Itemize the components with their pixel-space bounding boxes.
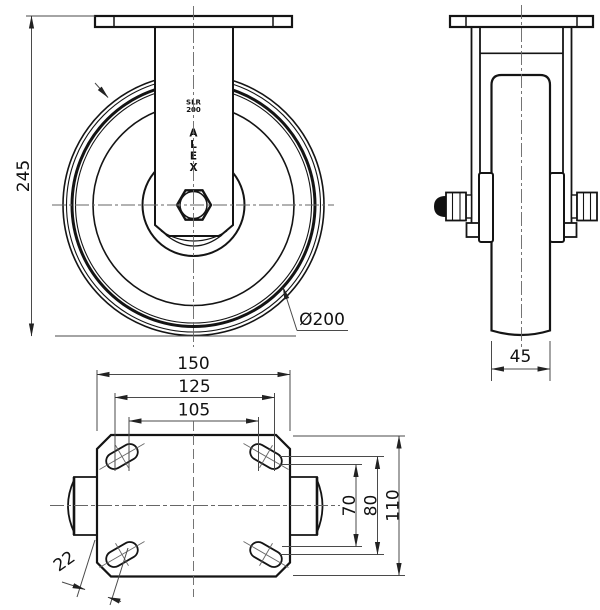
bolt-slot-bottom-left <box>99 541 145 568</box>
hex-nut <box>445 191 467 222</box>
dim-110-label: 110 <box>384 489 404 521</box>
dim-plate-width-150: 150 <box>96 354 291 431</box>
centerlines <box>50 5 522 597</box>
dim-22-label: 22 <box>50 547 79 576</box>
dim-holes-125: 125 <box>114 377 276 471</box>
wheel-side <box>490 73 552 337</box>
dim-245-label: 245 <box>14 160 34 192</box>
hub-flanges-side <box>478 172 565 243</box>
dim-height-245: 245 <box>14 15 95 337</box>
dim-diameter-200: Ø200 <box>282 286 348 331</box>
dim-plate-depth-110: 110 <box>293 435 405 577</box>
fork-saddle-arc <box>165 234 223 247</box>
dim-150-label: 150 <box>177 354 209 374</box>
bolt-slot-top-right <box>243 443 289 470</box>
dim-width-45: 45 <box>490 341 551 381</box>
dim-diameter-label: Ø200 <box>299 310 345 330</box>
dome-cap-nut <box>434 196 446 217</box>
side-view <box>434 14 598 337</box>
wheel-boss-left <box>67 476 97 536</box>
dim-80-label: 80 <box>362 495 382 517</box>
dim-45-label: 45 <box>510 347 532 367</box>
dim-125-label: 125 <box>178 377 210 397</box>
hex-nut <box>576 191 598 222</box>
dim-holes-80: 80 <box>280 455 384 556</box>
wheel-boss-right <box>290 476 324 536</box>
fork-front <box>154 27 234 247</box>
dim-70-label: 70 <box>340 495 360 517</box>
rim-pointer-arrow <box>94 82 109 98</box>
dim-105-label: 105 <box>178 401 210 421</box>
dim-holes-70: 70 <box>282 463 362 548</box>
bolt-slot-top-left <box>99 443 145 470</box>
bolt-slot-bottom-right <box>243 541 289 568</box>
fork-saddle-arc <box>160 230 228 242</box>
axle-hardware-side <box>434 191 598 222</box>
